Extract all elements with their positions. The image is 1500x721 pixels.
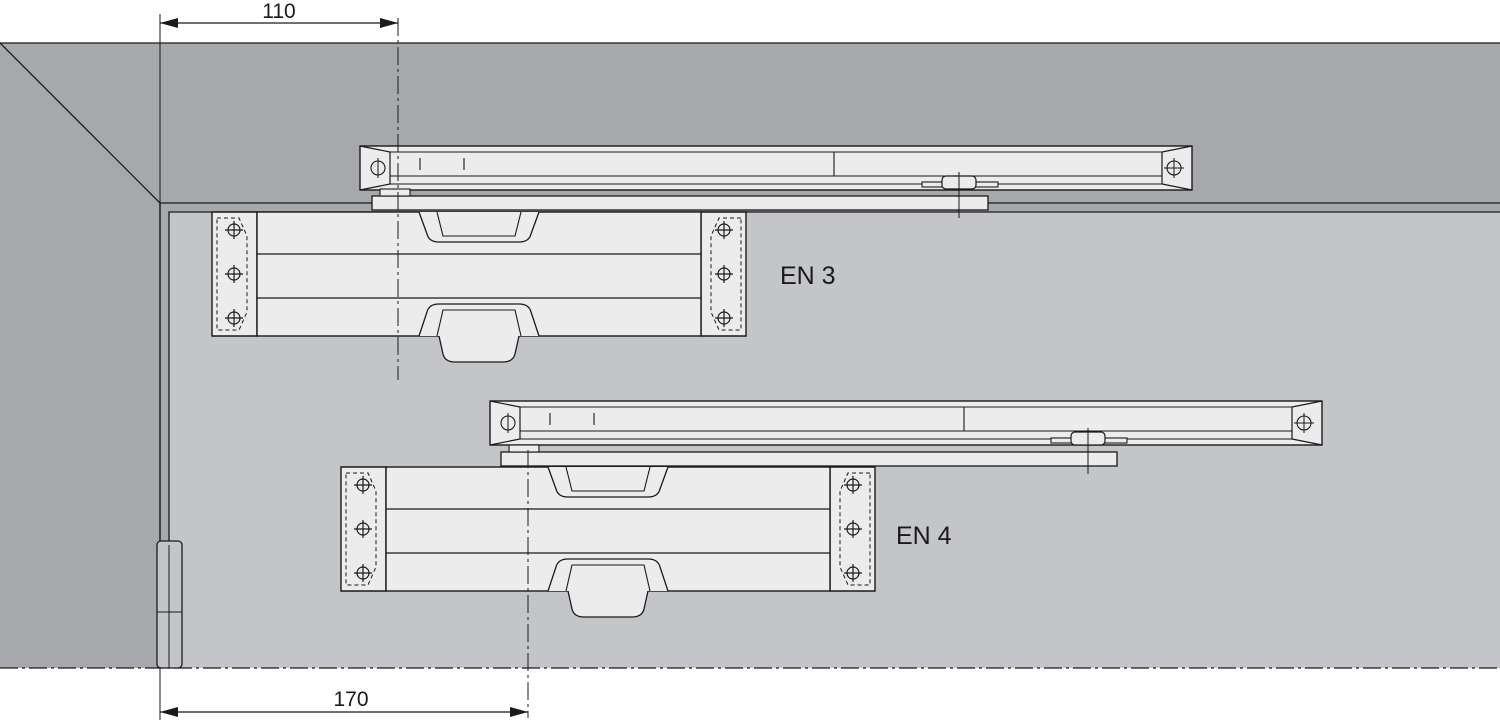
dimension-top: 110: [159, 0, 398, 203]
model-label-en4: EN 4: [896, 522, 952, 550]
dimension-top-value: 110: [262, 0, 295, 23]
hinge: [156, 203, 183, 669]
model-label-en3: EN 3: [780, 262, 836, 290]
dimension-bottom-value: 170: [333, 688, 368, 711]
rail-en4: [489, 400, 1323, 446]
rail-en3: [359, 145, 1193, 191]
dimension-bottom: 170: [159, 668, 528, 720]
